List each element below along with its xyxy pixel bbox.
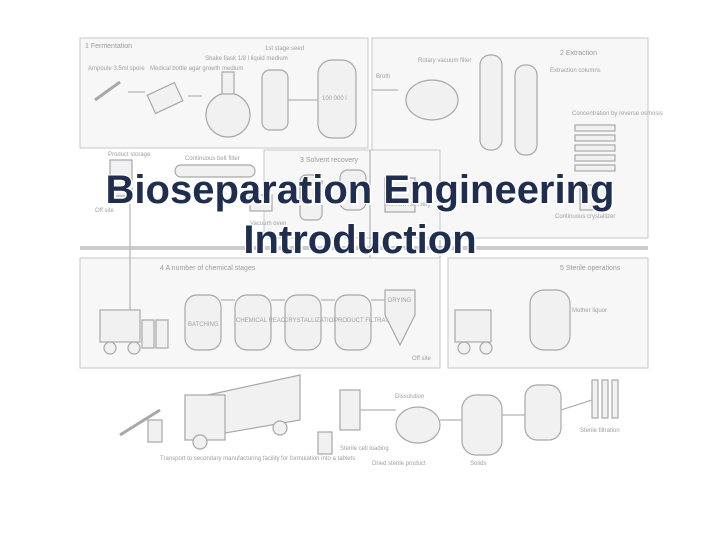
sterile-cell-icon xyxy=(339,389,361,431)
sterile-cell-label: Sterile cell loading xyxy=(340,446,389,452)
sterile-precipitation-icon xyxy=(461,394,503,456)
sterile-filter-icon xyxy=(591,379,619,419)
broth-label: Broth xyxy=(376,74,390,80)
forklift-icon xyxy=(99,309,141,355)
shake-flask-label: Shake flask 1/8 l liquid medium xyxy=(205,56,288,62)
ampoule-icon xyxy=(94,80,121,102)
vacuum-oven-icon xyxy=(249,194,273,212)
recovery-unit-icon xyxy=(384,177,416,213)
truck-icon xyxy=(184,374,301,450)
product-vial-icon xyxy=(317,431,333,455)
crystallization-label: CRYSTALLIZATION xyxy=(284,318,338,324)
chemical-reaction-label: CHEMICAL REACTION xyxy=(236,318,299,324)
rotary-filter-label: Rotary vacuum filter xyxy=(418,58,471,64)
reactor-4-icon xyxy=(334,294,372,351)
product-filtration-label: PRODUCT FILTRATION xyxy=(334,318,399,324)
section-extraction: 2 Extraction xyxy=(560,50,597,57)
slide-subtitle: Introduction xyxy=(243,218,477,262)
ampoule-label: Ampoule 3.5ml spore xyxy=(88,66,145,72)
off-site-2-label: Off site xyxy=(412,356,432,362)
off-site-label: Off site xyxy=(95,208,115,214)
sterile-reactor-icon xyxy=(529,289,571,351)
solids-label: Solids xyxy=(470,461,486,467)
shake-flask-icon xyxy=(205,92,251,138)
dissolution-label: Dissolution xyxy=(395,394,424,400)
product-storage-icon xyxy=(109,159,133,197)
reactor-2-icon xyxy=(234,294,272,351)
dried-product-label: Dried sterile product xyxy=(372,461,426,467)
mother-liquor-label: Mother liquor xyxy=(572,308,607,314)
main-fermenter-icon xyxy=(317,59,357,139)
extraction-column-1 xyxy=(479,54,503,151)
belt-filter-label: Continuous belt filter xyxy=(185,156,240,162)
syringe-icon xyxy=(119,408,163,443)
sterile-crystallizer-icon xyxy=(524,384,562,441)
belt-filter-icon xyxy=(174,164,256,178)
extraction-columns-label: Extraction columns xyxy=(550,68,601,74)
reverse-osmosis-icon xyxy=(574,124,616,172)
section-sterile-operations: 5 Sterile operations xyxy=(560,265,621,272)
flask-neck xyxy=(221,71,235,95)
seed-vessel-icon xyxy=(261,69,289,131)
dissolution-drum-icon xyxy=(395,406,441,444)
crystallizer-label: Continuous crystallizer xyxy=(555,214,615,220)
solvent-column-icon xyxy=(299,174,323,221)
reactor-1-icon xyxy=(184,294,222,351)
section-solvent-recovery: 3 Solvent recovery xyxy=(300,157,358,164)
fermenter-volume-label: 100 000 l xyxy=(322,96,347,102)
rotary-vacuum-filter-icon xyxy=(405,79,459,121)
reactor-3-icon xyxy=(284,294,322,351)
slide-title-block: Bioseparation Engineering Introduction xyxy=(0,165,720,265)
vertical-pipes xyxy=(369,150,441,258)
drying-label: DRYING xyxy=(388,298,412,304)
medical-bottle-label: Medical bottle agar growth medium xyxy=(150,66,243,72)
section-chemical-stages: 4 A number of chemical stages xyxy=(160,265,256,272)
medical-bottle-icon xyxy=(146,81,184,115)
crystallizer-icon xyxy=(579,184,609,211)
seed-label: 1st stage seed xyxy=(265,46,304,52)
cyclone-dryer-icon xyxy=(384,289,416,347)
extraction-column-2 xyxy=(514,64,538,156)
section-fermentation: 1 Fermentation xyxy=(85,43,132,50)
solvent-recovery-label: Solvent recovery xyxy=(386,202,431,208)
concentration-label: Concentration by reverse osmosis xyxy=(572,111,663,117)
batch-label: BATCHING xyxy=(188,322,219,328)
drums-icon xyxy=(141,319,169,349)
forklift-2-icon xyxy=(454,309,493,355)
transport-label: Transport to secondary manufacturing fac… xyxy=(160,456,355,462)
solvent-tank-icon xyxy=(339,169,367,211)
bottom-pipes xyxy=(360,399,593,421)
sterile-filtration-label: Sterile filtration xyxy=(580,428,620,434)
vacuum-oven-label: Vacuum oven xyxy=(250,221,286,227)
slide-title: Bioseparation Engineering xyxy=(105,168,615,212)
product-storage-label: Product storage xyxy=(108,152,151,158)
